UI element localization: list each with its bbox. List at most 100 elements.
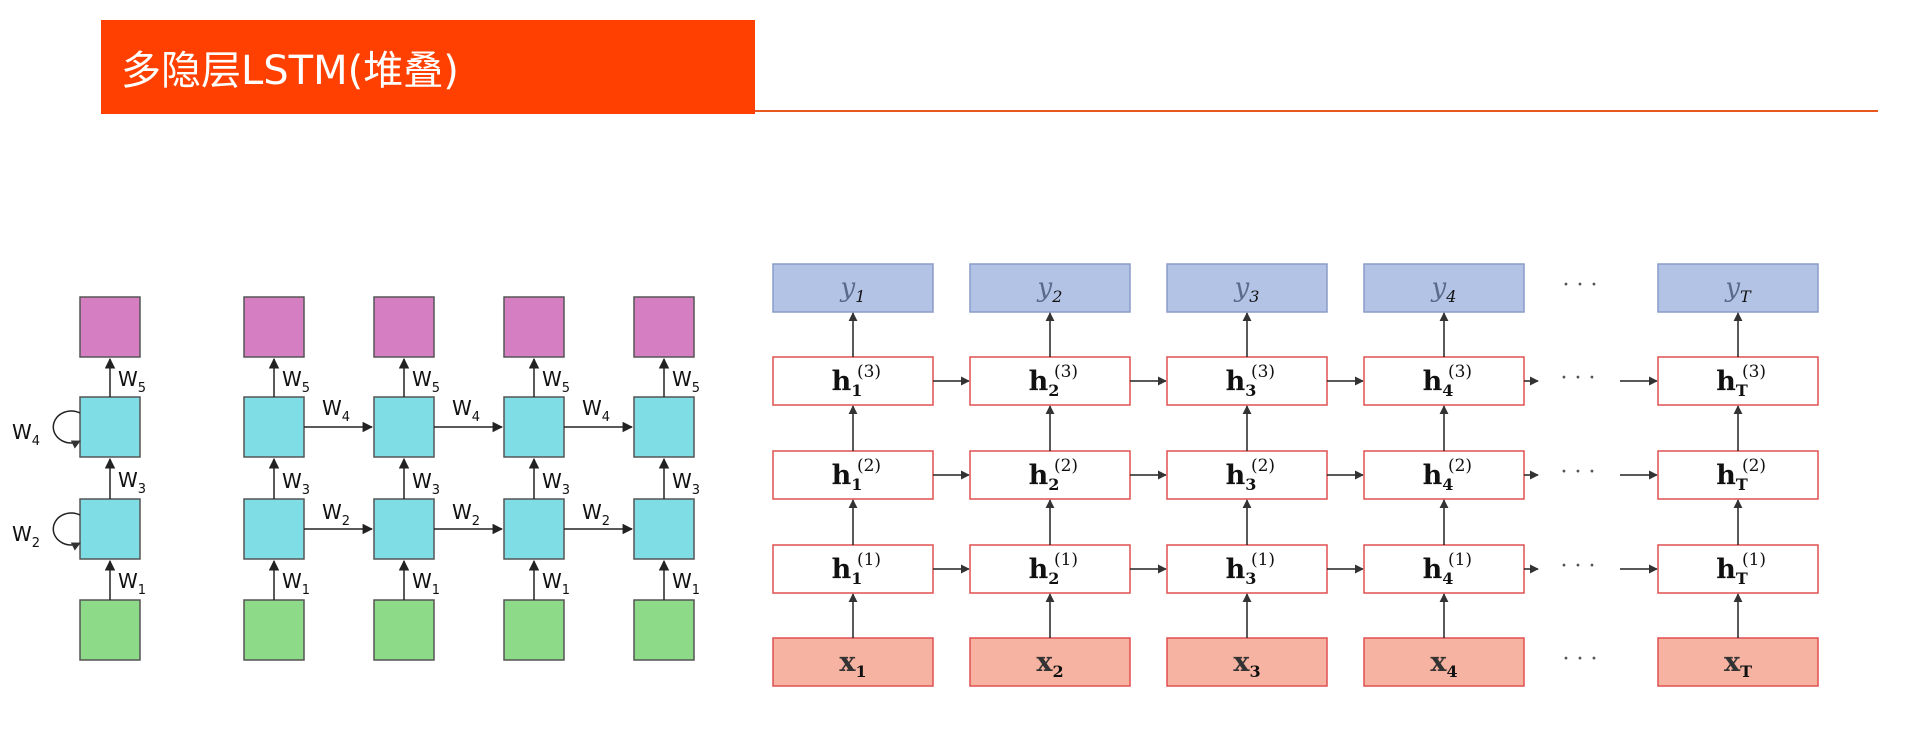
title-underline [755,110,1878,112]
output-y-label: y2 [1037,273,1063,306]
hidden-h-label: h4 [1423,554,1454,588]
output-y-box [772,263,934,313]
input-x-label: x1 [839,647,866,681]
ellipsis: · · · [1561,460,1596,485]
hidden-h-layer-label: (1) [857,550,881,570]
weight-label-vertical: W3 [542,469,570,498]
weight-label-vertical: W5 [672,367,700,396]
weight-label-horizontal: W2 [582,500,610,529]
hidden-h-label: h4 [1423,366,1454,400]
output-y-label: y1 [840,273,866,306]
hidden-node-layer1 [373,498,435,560]
hidden-h-box [772,356,934,406]
hidden-h-box [772,450,934,500]
hidden-h-label: h3 [1226,460,1257,494]
input-x-label: x4 [1430,647,1457,681]
weight-label-w2: W2 [12,522,40,551]
weight-label-vertical: W1 [412,569,440,598]
hidden-h-label: hT [1716,554,1748,588]
hidden-h-layer-label: (3) [1742,362,1766,382]
input-x-label: xT [1724,647,1752,681]
weight-label-w1: W1 [118,569,146,598]
output-y-label: y4 [1431,273,1457,306]
hidden-node-layer2 [633,396,695,458]
hidden-h-box [1363,544,1525,594]
weight-label-w4: W4 [12,420,40,449]
hidden-h-layer-label: (2) [1251,456,1275,476]
output-y-label: y3 [1234,273,1260,306]
input-x-label: x2 [1036,647,1063,681]
hidden-h-box [969,356,1131,406]
hidden-h-layer-label: (3) [857,362,881,382]
hidden-h-box [1657,450,1819,500]
weight-label-w3: W3 [118,468,146,497]
hidden-h-box [1166,544,1328,594]
weight-label-horizontal: W4 [582,396,610,425]
input-x-box [969,637,1131,687]
weight-label-vertical: W1 [672,569,700,598]
hidden-h-label: h1 [832,554,863,588]
hidden-node-layer2 [503,396,565,458]
hidden-h-layer-label: (2) [1448,456,1472,476]
stacked-lstm-unrolled-diagram: y1h1(3)h1(2)h1(1)x1y2h2(3)h2(2)h2(1)x2y3… [772,263,1819,687]
hidden-h-box [1657,356,1819,406]
weight-label-horizontal: W4 [322,396,350,425]
hidden-h-layer-label: (3) [1251,362,1275,382]
ellipsis: · · · [1561,554,1596,579]
input-x-box [1657,637,1819,687]
hidden-h-label: hT [1716,460,1748,494]
weight-label-vertical: W3 [672,469,700,498]
hidden-h-box [1166,450,1328,500]
weight-label-vertical: W5 [542,367,570,396]
hidden-h-label: h2 [1029,366,1060,400]
hidden-h-layer-label: (2) [1054,456,1078,476]
hidden-h-label: h1 [832,366,863,400]
hidden-h-box [1363,356,1525,406]
hidden-h-label: h1 [832,460,863,494]
hidden-node-layer1 [633,498,695,560]
weight-label-vertical: W1 [282,569,310,598]
hidden-h-box [1166,356,1328,406]
weight-label-vertical: W5 [282,367,310,396]
hidden-h-box [1657,544,1819,594]
weight-label-horizontal: W2 [322,500,350,529]
hidden-node-layer2 [243,396,305,458]
ellipsis: · · · [1563,647,1598,672]
hidden-node-1 [79,498,141,560]
input-x-box [1363,637,1525,687]
hidden-h-layer-label: (1) [1251,550,1275,570]
output-y-box [1166,263,1328,313]
slide-title-bar: 多隐层LSTM(堆叠) [101,20,755,114]
input-node [243,599,305,661]
weight-label-w5: W5 [118,367,146,396]
hidden-h-layer-label: (3) [1448,362,1472,382]
weight-label-horizontal: W4 [452,396,480,425]
hidden-node-2 [79,396,141,458]
hidden-h-layer-label: (2) [1742,456,1766,476]
hidden-h-box [772,544,934,594]
hidden-h-label: h4 [1423,460,1454,494]
weight-label-vertical: W3 [412,469,440,498]
input-x-box [772,637,934,687]
weight-label-horizontal: W2 [452,500,480,529]
input-node [503,599,565,661]
output-y-label: yT [1724,273,1752,306]
hidden-h-layer-label: (1) [1448,550,1472,570]
output-y-box [1363,263,1525,313]
output-y-box [1657,263,1819,313]
self-loop-w4 [52,410,81,449]
input-node [79,599,141,661]
input-node [633,599,695,661]
input-node [373,599,435,661]
hidden-h-layer-label: (1) [1742,550,1766,570]
output-node [503,296,565,358]
hidden-h-layer-label: (2) [857,456,881,476]
hidden-node-layer1 [503,498,565,560]
hidden-node-layer1 [243,498,305,560]
hidden-node-layer2 [373,396,435,458]
hidden-h-label: h2 [1029,554,1060,588]
weight-label-vertical: W3 [282,469,310,498]
